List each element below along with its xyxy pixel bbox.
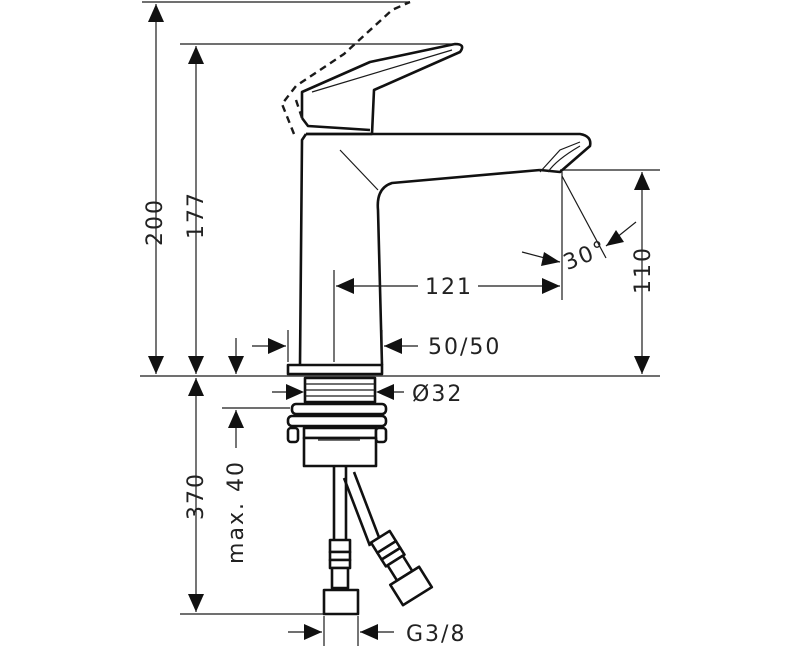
label-200: 200 [143,198,168,246]
label-110: 110 [631,246,656,294]
dimension-labels: 200 177 121 110 30° 50/50 Ø32 370 max. 4… [143,191,656,647]
label-diameter-32: Ø32 [412,382,463,407]
label-max-40: max. 40 [224,460,249,564]
label-30-degrees: 30° [560,236,611,276]
faucet-lever [280,0,464,136]
faucet-body [286,132,592,376]
label-50-50: 50/50 [428,335,501,360]
supply-hoses [322,466,434,616]
label-g3-8: G3/8 [406,622,466,647]
mounting-shank [286,376,388,468]
label-121: 121 [425,275,473,300]
dimension-lines [140,1,660,646]
label-177: 177 [184,191,209,239]
label-370: 370 [184,472,209,520]
